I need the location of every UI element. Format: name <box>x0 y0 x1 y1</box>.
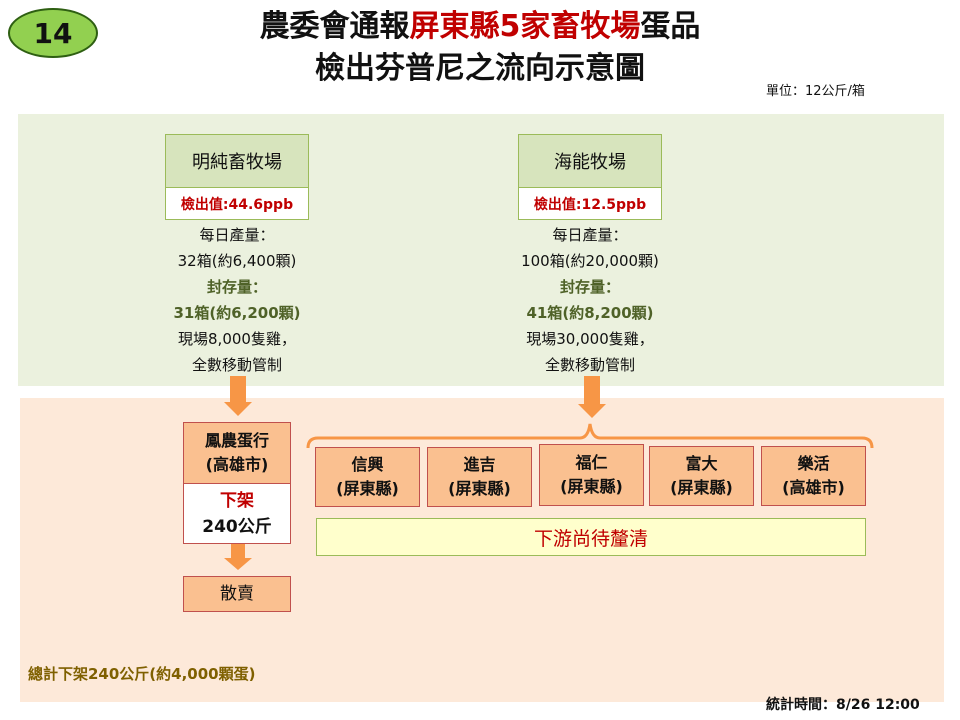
distributor-xinxing: 信興 (屏東縣) <box>315 447 420 507</box>
removal-amount: 240公斤 <box>202 516 272 537</box>
unit-note: 單位：12公斤/箱 <box>766 84 865 99</box>
farm-2-name: 海能牧場 <box>518 134 662 188</box>
farm-2-sealed-value: 41箱(約8,200顆) <box>526 304 654 322</box>
distributor-furen: 福仁 (屏東縣) <box>539 444 644 506</box>
farm-2-chickens: 現場30,000隻雞， <box>526 330 654 348</box>
farm-1-control: 全數移動管制 <box>191 356 282 374</box>
title-part-a: 農委會通報 <box>259 9 410 44</box>
farm-1-daily-label: 每日產量： <box>199 226 275 244</box>
title-part-c: 蛋品 <box>640 9 701 44</box>
arrow-farm-1-shaft <box>230 376 246 402</box>
farm-2-daily-value: 100箱(約20,000顆) <box>521 252 659 270</box>
distributor-name: 樂活 <box>797 454 830 473</box>
distributor-fengnong: 鳳農蛋行 (高雄市) <box>183 422 291 484</box>
distributor-lehuo: 樂活 (高雄市) <box>761 446 866 506</box>
distributor-fengnong-region: (高雄市) <box>205 455 269 474</box>
distributor-bracket <box>306 423 874 449</box>
title-line-1: 農委會通報屏東縣5家畜牧場蛋品 <box>150 6 810 48</box>
distributor-region: (屏東縣) <box>448 479 511 498</box>
distributor-fengnong-name: 鳳農蛋行 <box>204 431 269 450</box>
farm-1-daily-value: 32箱(約6,400顆) <box>177 252 297 270</box>
page-title: 農委會通報屏東縣5家畜牧場蛋品 檢出芬普尼之流向示意圖 <box>150 6 810 90</box>
distributor-fuda: 富大 (屏東縣) <box>649 446 754 506</box>
farm-1-chickens: 現場8,000隻雞， <box>178 330 296 348</box>
distributor-jinji: 進吉 (屏東縣) <box>427 447 532 507</box>
farm-1-detect-value: 檢出值:44.6ppb <box>165 188 309 220</box>
slide-number: 14 <box>33 16 73 50</box>
farm-1-sealed-label: 封存量： <box>206 278 267 296</box>
arrow-farm-2-shaft <box>584 376 600 404</box>
distributor-region: (屏東縣) <box>336 479 399 498</box>
farm-2-info: 每日產量： 100箱(約20,000顆) 封存量： 41箱(約8,200顆) 現… <box>480 222 700 378</box>
loose-sale-box: 散賣 <box>183 576 291 612</box>
distributor-fengnong-removal: 下架 240公斤 <box>183 484 291 544</box>
distributor-name: 福仁 <box>575 453 608 472</box>
farm-2-daily-label: 每日產量： <box>552 226 628 244</box>
farm-1-name: 明純畜牧場 <box>165 134 309 188</box>
distributor-region: (屏東縣) <box>670 478 733 497</box>
distributor-name: 信興 <box>351 455 384 474</box>
farm-2-control: 全數移動管制 <box>544 356 635 374</box>
farm-2-sealed-label: 封存量： <box>559 278 620 296</box>
pending-note: 下游尚待釐清 <box>316 518 866 556</box>
total-removed: 總計下架240公斤(約4,000顆蛋) <box>28 665 256 683</box>
title-line-2: 檢出芬普尼之流向示意圖 <box>315 51 645 86</box>
arrow-sell-shaft <box>231 544 245 558</box>
distributor-region: (高雄市) <box>782 478 845 497</box>
stat-timestamp: 統計時間：8/26 12:00 <box>766 697 920 713</box>
farm-1-sealed-value: 31箱(約6,200顆) <box>173 304 301 322</box>
distributor-name: 進吉 <box>463 455 496 474</box>
farm-2-detect-value: 檢出值:12.5ppb <box>518 188 662 220</box>
arrow-farm-2-head <box>578 404 606 418</box>
distributor-region: (屏東縣) <box>560 477 623 496</box>
slide-number-badge: 14 <box>8 8 98 58</box>
removal-action: 下架 <box>220 490 254 511</box>
arrow-sell-head <box>224 558 252 570</box>
distributor-name: 富大 <box>685 454 718 473</box>
title-highlight: 屏東縣5家畜牧場 <box>409 9 641 44</box>
arrow-farm-1-head <box>224 402 252 416</box>
bracket-path <box>306 423 874 449</box>
farm-1-info: 每日產量： 32箱(約6,400顆) 封存量： 31箱(約6,200顆) 現場8… <box>127 222 347 378</box>
